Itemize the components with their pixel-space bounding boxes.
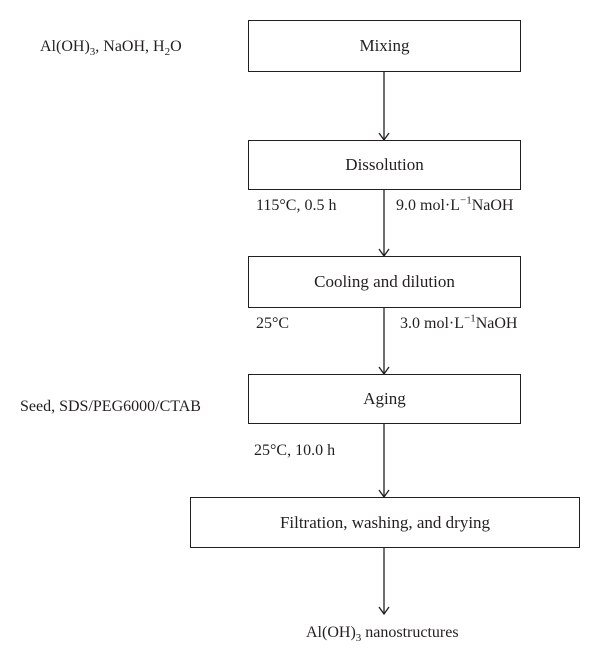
cooling-dilution-box: Cooling and dilution (248, 256, 521, 308)
aging-label: Aging (363, 389, 406, 408)
cooling-naoh-label: 3.0 mol·L−1NaOH (400, 312, 518, 332)
output-label: Al(OH)3 nanostructures (306, 624, 459, 645)
cooling-dilution-label: Cooling and dilution (314, 272, 455, 291)
aging-box: Aging (248, 374, 521, 424)
aging-temp-label: 25°C, 10.0 h (254, 442, 336, 459)
dissolution-temp-label: 115°C, 0.5 h (256, 197, 337, 214)
dissolution-box: Dissolution (248, 140, 521, 190)
mixing-label: Mixing (359, 36, 410, 55)
aging-inputs-label: Seed, SDS/PEG6000/CTAB (20, 398, 201, 415)
filtration-box: Filtration, washing, and drying (190, 497, 580, 548)
dissolution-naoh-label: 9.0 mol·L−1NaOH (396, 194, 514, 214)
mixing-box: Mixing (248, 20, 521, 72)
dissolution-label: Dissolution (345, 155, 424, 174)
cooling-temp-label: 25°C (256, 315, 290, 332)
filtration-label: Filtration, washing, and drying (279, 512, 491, 532)
mixing-inputs-label: Al(OH)3, NaOH, H2O (40, 38, 182, 59)
